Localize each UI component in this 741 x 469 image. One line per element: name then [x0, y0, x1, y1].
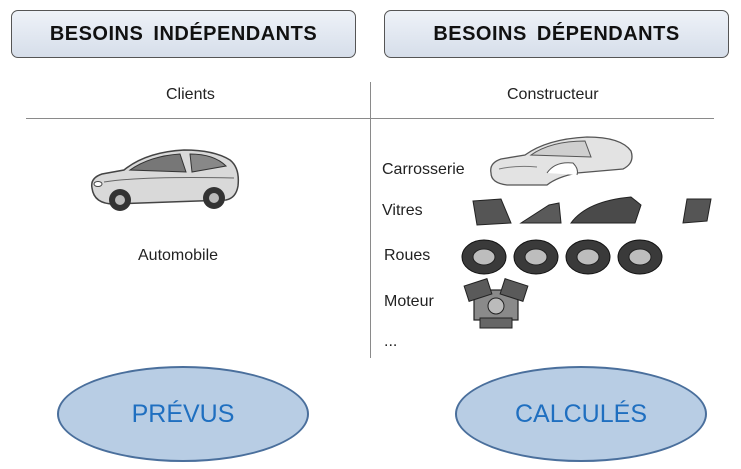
calculated-ellipse: CALCULÉS	[455, 366, 707, 462]
vitres-label: Vitres	[382, 202, 423, 219]
dependent-needs-header: BESOINS DÉPENDANTS	[384, 10, 729, 58]
car-icon	[90, 149, 240, 211]
independent-needs-header: BESOINS INDÉPENDANTS	[11, 10, 356, 58]
windows-icon	[472, 196, 712, 226]
tires-icon	[461, 239, 663, 275]
clients-column-label: Clients	[166, 86, 215, 103]
vertical-divider	[370, 82, 371, 358]
ellipsis-label: ...	[384, 333, 398, 350]
planned-ellipse: PRÉVUS	[57, 366, 309, 462]
roues-label: Roues	[384, 247, 431, 264]
engine-icon	[463, 278, 529, 329]
constructor-column-label: Constructeur	[507, 86, 599, 103]
car-body-icon	[490, 136, 633, 186]
automobile-label: Automobile	[138, 247, 219, 264]
carrosserie-label: Carrosserie	[382, 161, 465, 178]
moteur-label: Moteur	[384, 293, 434, 310]
